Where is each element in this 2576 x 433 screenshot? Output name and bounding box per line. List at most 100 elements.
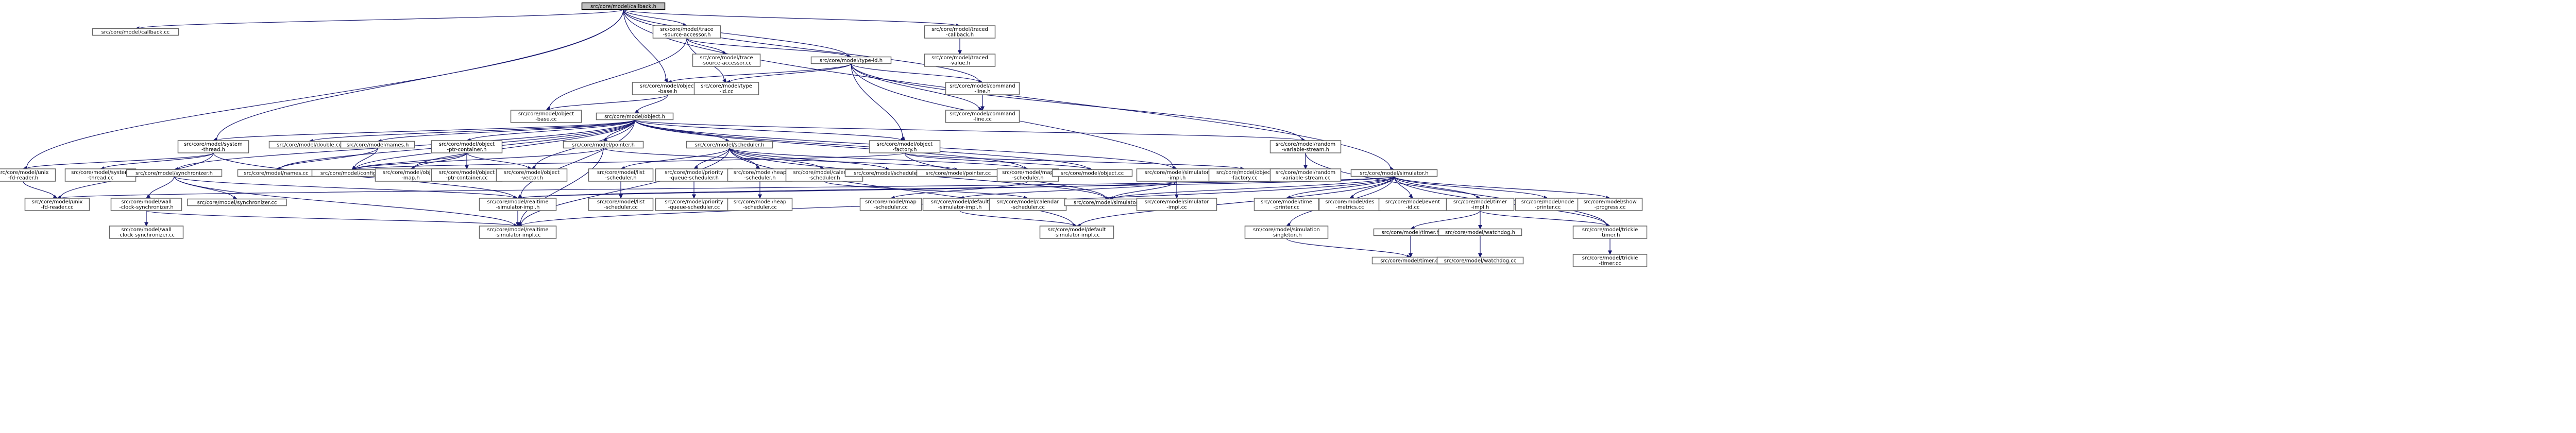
graph-node-trace-source-accessor-h[interactable]: src/core/model/trace-source-accessor.h bbox=[652, 25, 721, 39]
graph-node-default-simulator-impl-h[interactable]: src/core/model/default-simulator-impl.h bbox=[922, 198, 997, 211]
graph-node-list-scheduler-cc[interactable]: src/core/model/list-scheduler.cc bbox=[588, 198, 654, 211]
graph-node-synchronizer-h[interactable]: src/core/model/synchronizer.h bbox=[126, 169, 223, 177]
graph-node-realtime-simulator-impl-cc[interactable]: src/core/model/realtime-simulator-impl.c… bbox=[479, 226, 557, 239]
graph-node-random-variable-stream-cc[interactable]: src/core/model/random-variable-stream.cc bbox=[1269, 168, 1342, 182]
graph-node-map-scheduler-cc[interactable]: src/core/model/map-scheduler.cc bbox=[859, 198, 922, 211]
edge-arrowhead bbox=[1478, 253, 1482, 258]
graph-node-object-base-h[interactable]: src/core/model/object-base.h bbox=[632, 82, 704, 95]
node-label-line: -value.h bbox=[950, 61, 970, 66]
node-box bbox=[1269, 140, 1342, 153]
graph-node-object-cc[interactable]: src/core/model/object.cc bbox=[1052, 169, 1133, 177]
node-label-line: src/core/model/object bbox=[383, 170, 438, 176]
dependency-edge bbox=[146, 210, 519, 228]
graph-node-command-line-cc[interactable]: src/core/model/command-line.cc bbox=[945, 110, 1020, 123]
graph-node-names-h[interactable]: src/core/model/names.h bbox=[340, 141, 415, 149]
node-label-line: src/core/model/wall bbox=[121, 227, 171, 233]
graph-node-names-cc[interactable]: src/core/model/names.cc bbox=[237, 169, 315, 177]
graph-node-event-id-cc[interactable]: src/core/model/event-id.cc bbox=[1378, 198, 1447, 211]
graph-node-object-h[interactable]: src/core/model/object.h bbox=[596, 112, 674, 120]
graph-node-pointer-h[interactable]: src/core/model/pointer.h bbox=[563, 141, 644, 149]
graph-node-object-factory-h[interactable]: src/core/model/object-factory.h bbox=[869, 140, 941, 153]
node-label-line: src/core/model/heap bbox=[734, 170, 786, 176]
graph-node-unix-fd-reader-cc[interactable]: src/core/model/unix-fd-reader.cc bbox=[24, 198, 90, 211]
node-box bbox=[0, 168, 56, 182]
edge-arrowhead bbox=[144, 222, 148, 227]
edge-arrowhead bbox=[1409, 253, 1413, 258]
graph-node-traced-value-h[interactable]: src/core/model/traced-value.h bbox=[924, 54, 996, 67]
graph-node-object-base-cc[interactable]: src/core/model/object-base.cc bbox=[510, 110, 582, 123]
dependency-edge bbox=[634, 94, 668, 114]
edge-line bbox=[146, 210, 515, 227]
graph-node-callback-cc[interactable]: src/core/model/callback.cc bbox=[92, 28, 179, 36]
edge-line bbox=[1394, 176, 1545, 198]
graph-node-show-progress-cc[interactable]: src/core/model/show-progress.cc bbox=[1577, 198, 1643, 211]
graph-node-watchdog-h[interactable]: src/core/model/watchdog.h bbox=[1438, 228, 1522, 236]
graph-node-watchdog-cc[interactable]: src/core/model/watchdog.cc bbox=[1436, 256, 1524, 265]
node-label-line: -timer.h bbox=[1600, 233, 1620, 238]
graph-node-object-ptr-container-cc[interactable]: src/core/model/object-ptr-container.cc bbox=[431, 168, 503, 182]
graph-node-timer-h[interactable]: src/core/model/timer.h bbox=[1373, 228, 1448, 236]
graph-node-type-id-cc[interactable]: src/core/model/type-id.cc bbox=[693, 82, 759, 95]
graph-node-system-thread-cc[interactable]: src/core/model/system-thread.cc bbox=[64, 168, 137, 182]
graph-node-list-scheduler-h[interactable]: src/core/model/list-scheduler.h bbox=[588, 168, 654, 182]
edge-line bbox=[381, 119, 635, 142]
graph-node-random-variable-stream-h[interactable]: src/core/model/random-variable-stream.h bbox=[1269, 140, 1342, 153]
node-box bbox=[1136, 168, 1217, 182]
graph-node-calendar-scheduler-cc[interactable]: src/core/model/calendar-scheduler.cc bbox=[989, 198, 1067, 211]
graph-node-type-id-h[interactable]: src/core/model/type-id.h bbox=[810, 56, 892, 64]
graph-node-simulation-singleton-h[interactable]: src/core/model/simulation-singleton.h bbox=[1244, 226, 1329, 239]
edge-line bbox=[355, 152, 905, 170]
graph-node-des-metrics-cc[interactable]: src/core/model/des-metrics.cc bbox=[1318, 198, 1381, 211]
node-label-line: -clock-synchronizer.h bbox=[119, 205, 173, 211]
graph-node-default-simulator-impl-cc[interactable]: src/core/model/default-simulator-impl.cc bbox=[1039, 226, 1114, 239]
graph-node-system-thread-h[interactable]: src/core/model/system-thread.h bbox=[177, 140, 249, 153]
node-label-line: -fd-reader.h bbox=[8, 176, 38, 181]
edge-line bbox=[1112, 176, 1395, 199]
graph-node-priority-queue-scheduler-cc[interactable]: src/core/model/priority-queue-scheduler.… bbox=[655, 198, 733, 211]
node-label-line: src/core/model/time bbox=[1261, 199, 1312, 205]
node-box bbox=[431, 168, 503, 182]
node-label-line: src/core/model/double.cc bbox=[277, 143, 342, 148]
graph-node-trace-source-accessor-cc[interactable]: src/core/model/trace-source-accessor.cc bbox=[692, 54, 761, 67]
edge-arrowhead bbox=[980, 106, 985, 111]
edge-line bbox=[624, 148, 730, 169]
graph-node-map-scheduler-h[interactable]: src/core/model/map-scheduler.h bbox=[996, 168, 1059, 182]
graph-node-priority-queue-scheduler-h[interactable]: src/core/model/priority-queue-scheduler.… bbox=[655, 168, 733, 182]
node-box bbox=[563, 141, 644, 149]
graph-node-unix-fd-reader-h[interactable]: src/core/model/unix-fd-reader.h bbox=[0, 168, 56, 182]
graph-node-node-printer-cc[interactable]: src/core/model/node-printer.cc bbox=[1515, 198, 1581, 211]
graph-node-scheduler-h[interactable]: src/core/model/scheduler.h bbox=[686, 141, 773, 149]
graph-node-callback-h[interactable]: src/core/model/callback.h bbox=[581, 2, 666, 10]
graph-node-double-cc[interactable]: src/core/model/double.cc bbox=[268, 141, 350, 149]
node-label-line: src/core/model/realtime bbox=[487, 199, 548, 205]
edge-line bbox=[623, 9, 848, 57]
graph-node-simulator-impl-cc[interactable]: src/core/model/simulator-impl.cc bbox=[1136, 198, 1217, 211]
graph-node-pointer-cc[interactable]: src/core/model/pointer.cc bbox=[916, 169, 1001, 177]
graph-node-realtime-simulator-impl-h[interactable]: src/core/model/realtime-simulator-impl.h bbox=[479, 198, 557, 211]
graph-node-command-line-h[interactable]: src/core/model/command-line.h bbox=[945, 82, 1020, 95]
graph-node-traced-callback-h[interactable]: src/core/model/traced-callback.h bbox=[924, 25, 996, 39]
edge-line bbox=[174, 176, 515, 199]
graph-node-synchronizer-cc[interactable]: src/core/model/synchronizer.cc bbox=[187, 198, 287, 206]
edge-line bbox=[730, 63, 852, 82]
graph-node-trickle-timer-h[interactable]: src/core/model/trickle-timer.h bbox=[1572, 226, 1648, 239]
graph-node-timer-impl-h[interactable]: src/core/model/timer-impl.h bbox=[1446, 198, 1515, 211]
graph-node-object-ptr-container-h[interactable]: src/core/model/object-ptr-container.h bbox=[431, 140, 503, 153]
edge-line bbox=[1394, 176, 1607, 198]
graph-node-object-factory-cc[interactable]: src/core/model/object-factory.cc bbox=[1208, 168, 1280, 182]
graph-node-object-vector-h[interactable]: src/core/model/object-vector.h bbox=[496, 168, 568, 182]
graph-node-simulator-h[interactable]: src/core/model/simulator.h bbox=[1350, 169, 1438, 177]
graph-node-trickle-timer-cc[interactable]: src/core/model/trickle-timer.cc bbox=[1572, 254, 1648, 267]
graph-node-wall-clock-synchronizer-h[interactable]: src/core/model/wall-clock-synchronizer.h bbox=[110, 198, 182, 211]
node-label-line: src/core/model/pointer.cc bbox=[926, 171, 991, 177]
graph-node-time-printer-cc[interactable]: src/core/model/time-printer.cc bbox=[1253, 198, 1319, 211]
graph-node-wall-clock-synchronizer-cc[interactable]: src/core/model/wall-clock-synchronizer.c… bbox=[109, 226, 184, 239]
dependency-edge bbox=[623, 9, 961, 28]
node-box bbox=[1136, 198, 1217, 211]
graph-node-simulator-impl-h[interactable]: src/core/model/simulator-impl.h bbox=[1136, 168, 1217, 182]
graph-node-heap-scheduler-h[interactable]: src/core/model/heap-scheduler.h bbox=[727, 168, 793, 182]
dependency-edge bbox=[517, 148, 730, 227]
graph-node-heap-scheduler-cc[interactable]: src/core/model/heap-scheduler.cc bbox=[727, 198, 793, 211]
node-label-line: src/core/model/trace bbox=[660, 27, 713, 32]
node-box bbox=[510, 110, 582, 123]
